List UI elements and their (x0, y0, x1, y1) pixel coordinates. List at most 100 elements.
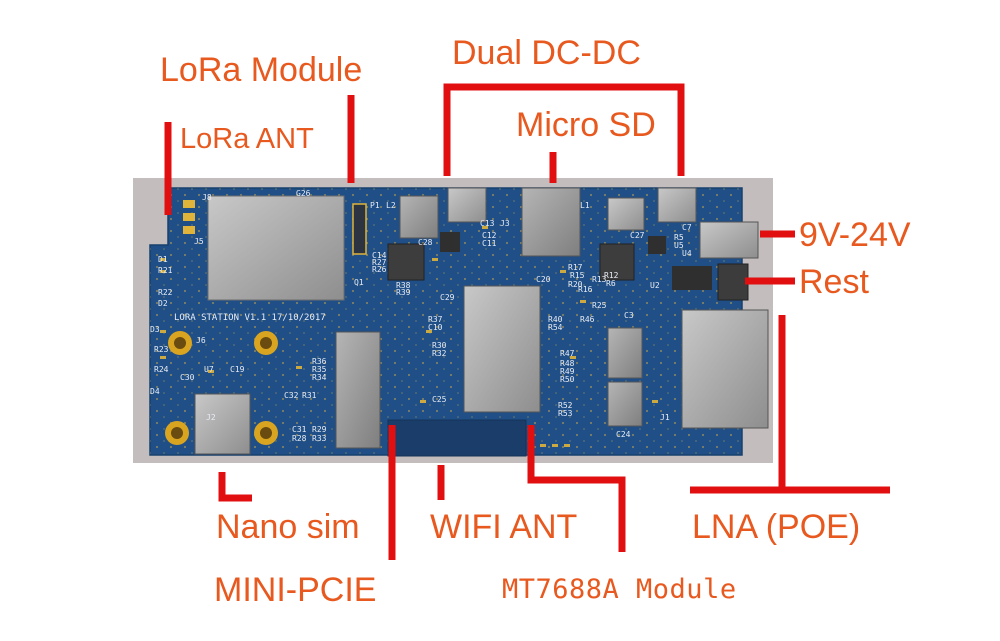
designator-r38: R38 (396, 281, 411, 290)
designator-q1: Q1 (354, 278, 364, 287)
designator-c20: C20 (536, 275, 551, 284)
designator-j2: J2 (206, 413, 216, 422)
designator-c11: C11 (482, 239, 497, 248)
leader-dual-dcdc (443, 83, 685, 176)
designator-r22: R22 (158, 288, 173, 297)
dcdc-inductor-1 (447, 187, 487, 223)
designator-r37: R37 (428, 315, 443, 324)
designator-g26: G26 (296, 189, 311, 198)
designator-r48: R48 (560, 359, 575, 368)
designator-c12: C12 (482, 231, 497, 240)
label-nano-sim: Nano sim (216, 508, 360, 546)
designator-r40: R40 (548, 315, 563, 324)
pcb-silkscreen-title: LORA STATION V1.1 17/10/2017 (174, 313, 326, 323)
designator-r52: R52 (558, 401, 573, 410)
designator-r13: R13 (592, 275, 607, 284)
mini-pcie-socket (335, 331, 381, 449)
label-mt7688a: MT7688A Module (502, 574, 737, 605)
designator-u4: U4 (682, 249, 692, 258)
designator-c14: C14 (372, 251, 387, 260)
designator-r33: R33 (312, 434, 327, 443)
leader-mt7688a (527, 425, 626, 552)
designator-c3: C3 (624, 311, 634, 320)
designator-r31: R31 (302, 391, 317, 400)
designator-u7: U7 (204, 365, 214, 374)
designator-r6: R6 (606, 279, 616, 288)
designator-j6: J6 (196, 336, 206, 345)
designator-l2: L2 (386, 201, 396, 210)
designator-r12: R12 (604, 271, 619, 280)
designator-r49: R49 (560, 367, 575, 376)
designator-c13: C13 (480, 219, 495, 228)
designator-r27: R27 (372, 258, 387, 267)
designator-c27: C27 (630, 231, 645, 240)
designator-r54: R54 (548, 323, 563, 332)
designator-d2: D2 (158, 299, 168, 308)
designator-r35: R35 (312, 365, 327, 374)
lora-ant-pad (183, 200, 195, 208)
designator-c32: C32 (284, 391, 299, 400)
designator-r24: R24 (154, 365, 169, 374)
designator-c24: C24 (616, 430, 631, 439)
designator-r47: R47 (560, 349, 575, 358)
designator-r26: R26 (372, 265, 387, 274)
designator-r5: R5 (674, 233, 684, 242)
designator-d4: D4 (150, 387, 160, 396)
designator-c7: C7 (682, 223, 692, 232)
designator-r32: R32 (432, 349, 447, 358)
designator-r23: R23 (154, 345, 169, 354)
designator-r17: R17 (568, 263, 583, 272)
designator-d1: D1 (158, 255, 168, 264)
dcdc-inductor-2 (657, 187, 697, 223)
designator-u2: U2 (650, 281, 660, 290)
label-micro-sd: Micro SD (516, 106, 656, 144)
designator-r53: R53 (558, 409, 573, 418)
designator-c10: C10 (428, 323, 443, 332)
designator-r50: R50 (560, 375, 575, 384)
designator-r21: R21 (158, 266, 173, 275)
leader-nano-sim (218, 472, 252, 502)
micro-sd-slot (521, 187, 581, 257)
label-lora-ant: LoRa ANT (180, 123, 314, 155)
designator-c29: C29 (440, 293, 455, 302)
annotation-labels: LoRa Module LoRa ANT Dual DC-DC Micro SD… (160, 34, 911, 609)
designator-r39: R39 (396, 288, 411, 297)
designator-j5: J5 (194, 237, 204, 246)
label-lora-module: LoRa Module (160, 51, 362, 89)
label-wifi-ant: WIFI ANT (430, 508, 577, 546)
designator-j3: J3 (500, 219, 510, 228)
ethernet-poe-jack (681, 309, 769, 429)
designator-d3: D3 (150, 325, 160, 334)
designator-c30: C30 (180, 373, 195, 382)
designator-r46: R46 (580, 315, 595, 324)
designator-r16: R16 (578, 285, 593, 294)
designator-c31: C31 (292, 425, 307, 434)
leader-lna-poe (690, 315, 890, 494)
leader-lines (164, 83, 890, 560)
designator-r25: R25 (592, 301, 607, 310)
designator-r36: R36 (312, 357, 327, 366)
designator-p1: P1 (370, 201, 380, 210)
power-jack (699, 221, 759, 259)
designator-r29: R29 (312, 425, 327, 434)
label-mini-pcie: MINI-PCIE (214, 571, 376, 609)
designator-r28: R28 (292, 434, 307, 443)
wifi-ant-connector (387, 419, 527, 457)
designator-r15: R15 (570, 271, 585, 280)
label-lna-poe: LNA (POE) (692, 508, 860, 546)
lora-module-shield (207, 195, 345, 301)
label-dual-dcdc: Dual DC-DC (452, 34, 641, 72)
designator-u5: U5 (674, 241, 684, 250)
designator-r34: R34 (312, 373, 327, 382)
designator-l1: L1 (580, 201, 590, 210)
label-power-in: 9V-24V (799, 216, 911, 254)
designator-r20: R20 (568, 280, 583, 289)
designator-j8: J8 (202, 193, 212, 202)
designator-j1: J1 (660, 413, 670, 422)
designator-c28: C28 (418, 238, 433, 247)
designator-r30: R30 (432, 341, 447, 350)
mt7688a-module-shield (463, 285, 541, 413)
